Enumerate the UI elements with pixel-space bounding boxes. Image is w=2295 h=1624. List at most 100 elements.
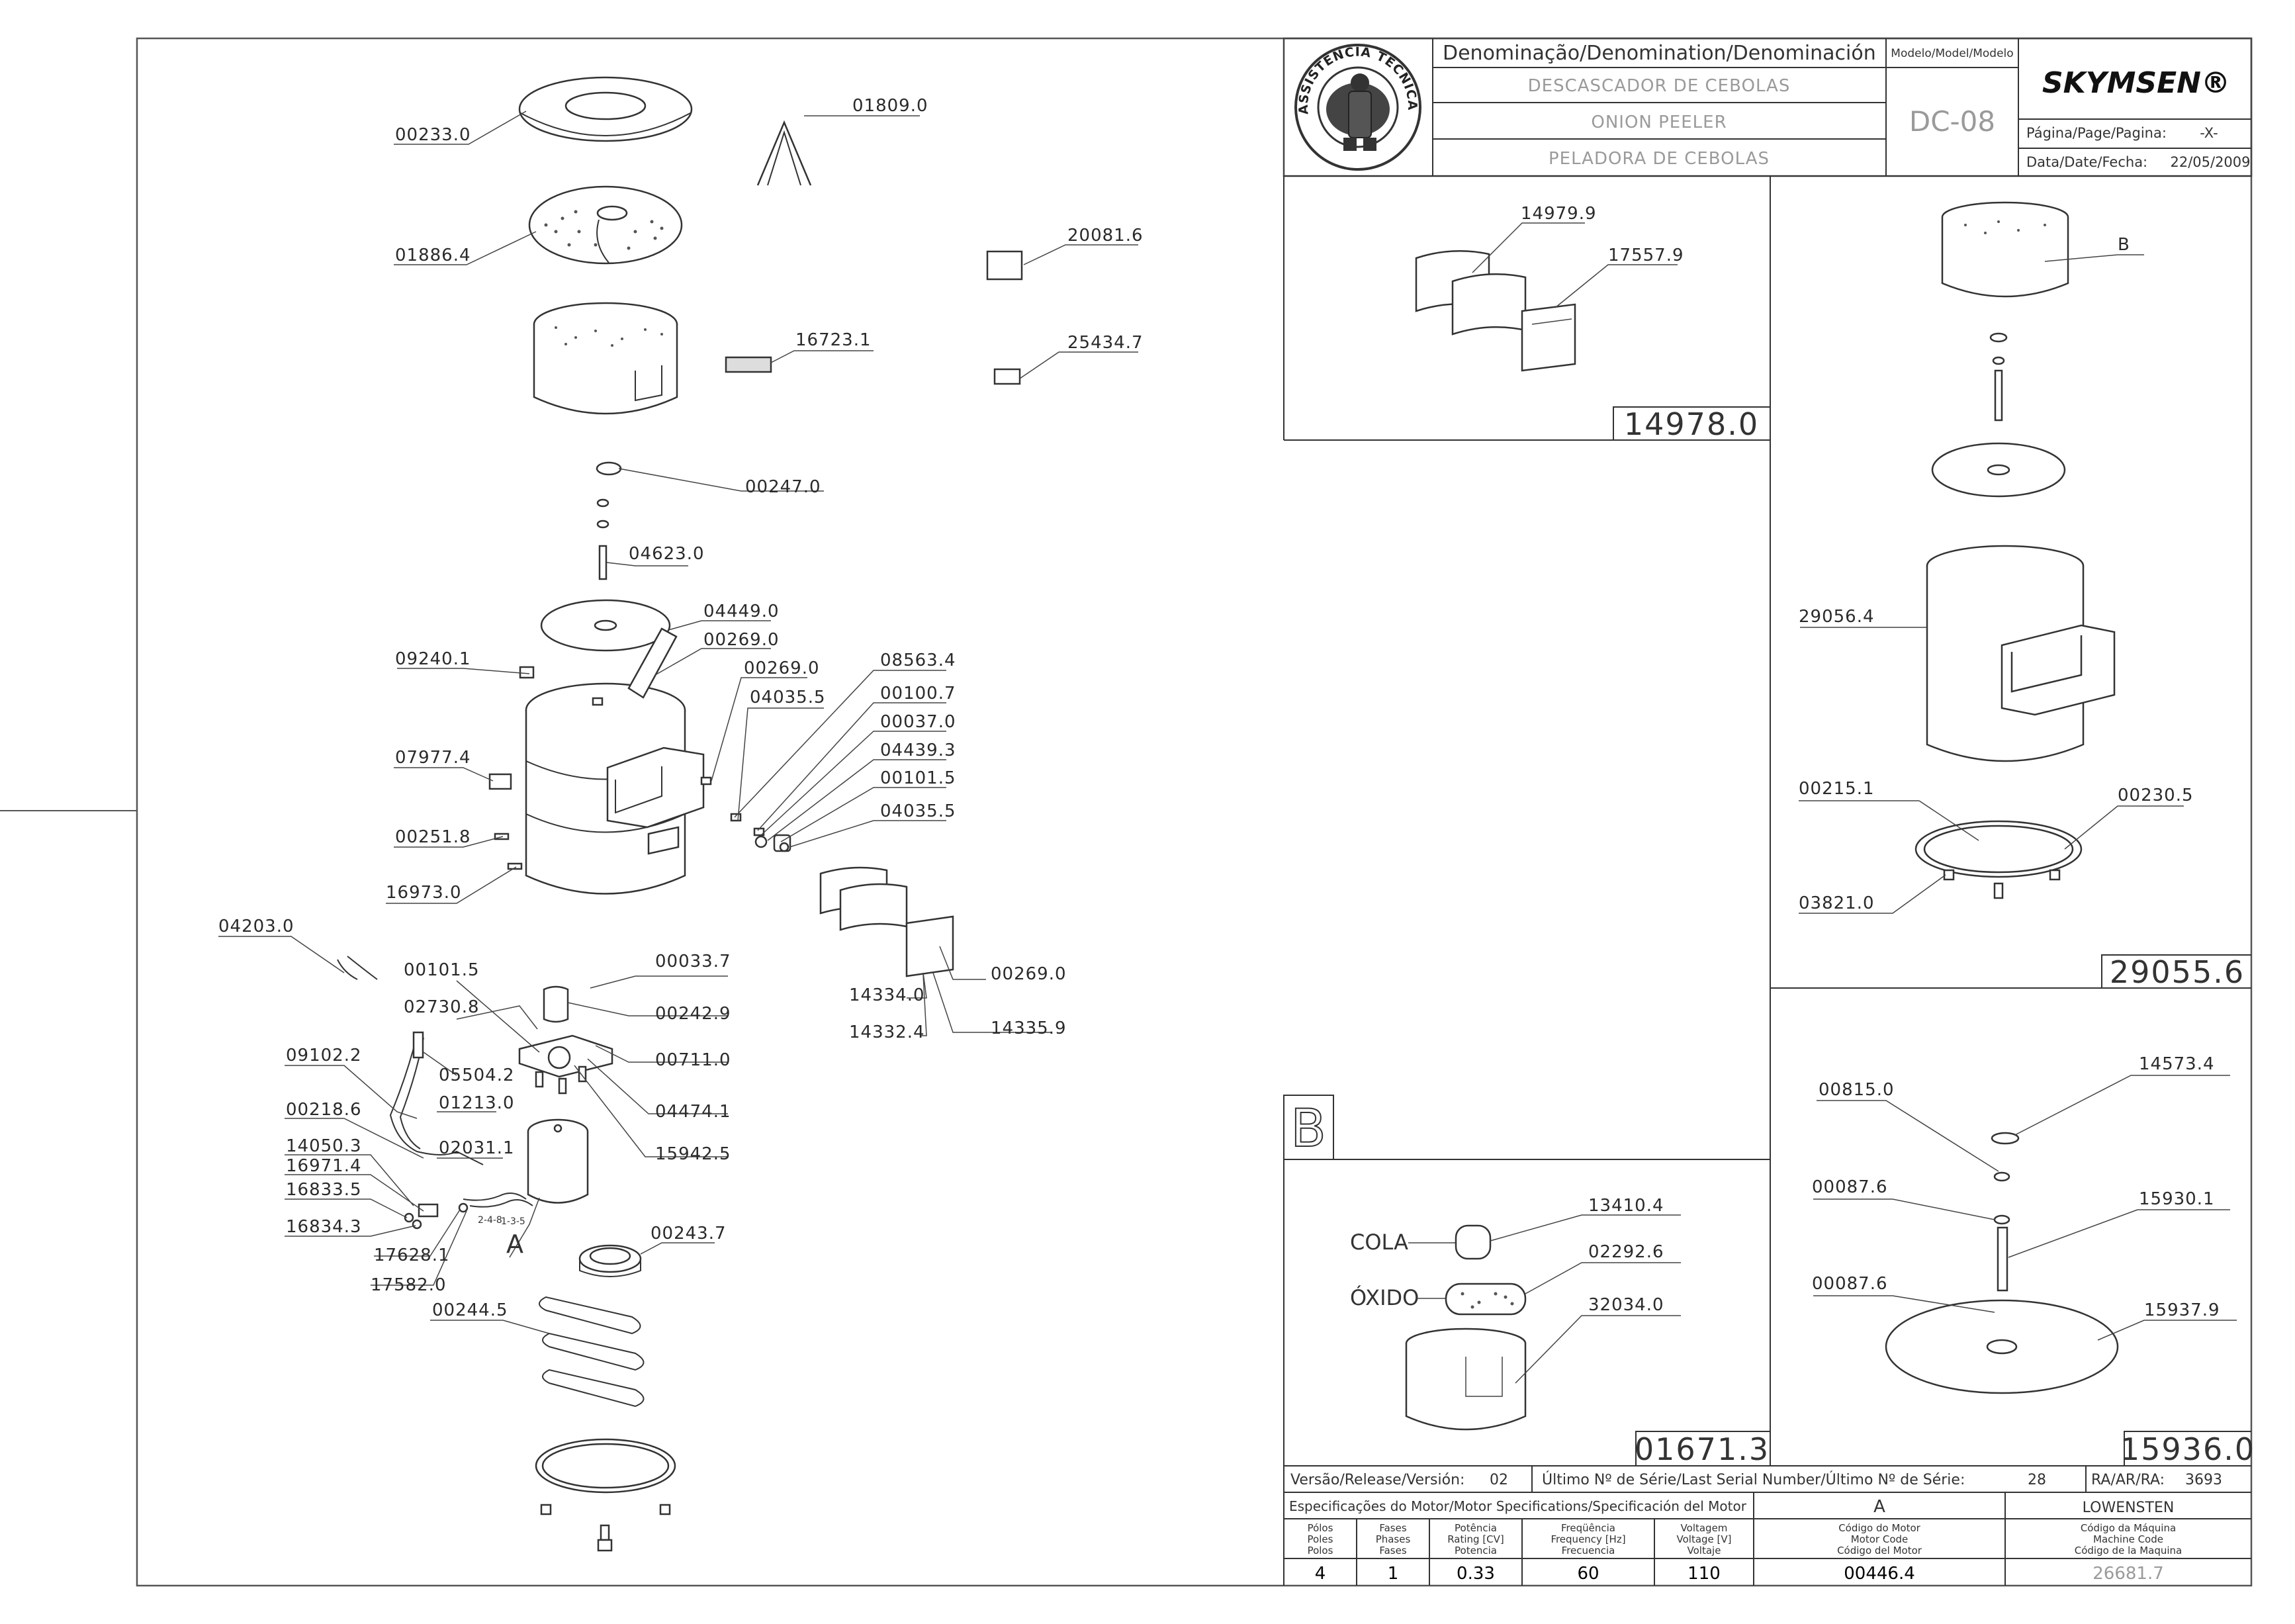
serial-value: 28	[2028, 1472, 2046, 1488]
part-20081-6: 20081.6	[1067, 226, 1144, 246]
part-15937-9: 15937.9	[2144, 1300, 2220, 1320]
svg-text:Polos: Polos	[1308, 1545, 1333, 1556]
part-29056-4: 29056.4	[1799, 607, 1875, 627]
panel-code-01671: 01671.3	[1635, 1431, 1770, 1467]
name-portuguese: DESCASCADOR DE CEBOLAS	[1528, 76, 1791, 96]
svg-text:Pólos: Pólos	[1308, 1522, 1333, 1534]
model-label: Modelo/Model/Modelo	[1891, 47, 2013, 60]
part-00711-0: 00711.0	[655, 1050, 731, 1070]
seal-text: ASSISTÊNCIA TÉCNICA AUTORIZADA	[0, 0, 1419, 117]
part-00815-0: 00815.0	[1819, 1080, 1895, 1100]
part-00233-0: 00233.0	[395, 125, 471, 145]
spec-col-frequency: Freqüência Frequency [Hz] Frecuencia 60	[1551, 1522, 1625, 1584]
part-04623-0: 04623.0	[629, 544, 705, 564]
part-14979-9: 14979.9	[1521, 204, 1597, 224]
part-15942-5: 15942.5	[655, 1144, 731, 1164]
authorized-service-seal: ASSISTÊNCIA TÉCNICA AUTORIZADA	[0, 0, 1421, 171]
part-14334-0: 14334.0	[849, 985, 925, 1005]
part-04474-1: 04474.1	[655, 1102, 731, 1122]
release-label: Versão/Release/Versión:	[1290, 1472, 1464, 1488]
part-04449-0: 04449.0	[703, 602, 780, 621]
svg-text:Código de la Maquina: Código de la Maquina	[2075, 1545, 2182, 1556]
part-16723-1: 16723.1	[795, 330, 872, 350]
part-32034-0: 32034.0	[1588, 1295, 1664, 1315]
part-00100-7: 00100.7	[880, 684, 956, 703]
part-14050-3: 14050.3	[286, 1136, 362, 1156]
part-04439-3: 04439.3	[880, 741, 956, 760]
part-00269-0-a: 00269.0	[703, 630, 780, 650]
svg-text:Fases: Fases	[1379, 1545, 1406, 1556]
panel-01671: COLA 13410.4 ÓXIDO 02292.6 32034.0 01671…	[1350, 1196, 1770, 1467]
spec-col-phases: Fases Phases Fases 1	[1376, 1522, 1411, 1584]
svg-text:Poles: Poles	[1308, 1533, 1333, 1545]
date-label: Data/Date/Fecha:	[2026, 154, 2147, 170]
wire-mark-top: 1-3-5	[501, 1216, 525, 1227]
svg-text:Frequency [Hz]: Frequency [Hz]	[1551, 1533, 1625, 1545]
part-25434-7: 25434.7	[1067, 333, 1144, 353]
part-16833-5: 16833.5	[286, 1180, 362, 1200]
drawing-border	[136, 37, 2253, 1587]
panel-code-29055: 29055.6	[2110, 954, 2245, 990]
part-00251-8: 00251.8	[395, 827, 471, 847]
manufacturer: LOWENSTEN	[2083, 1500, 2175, 1516]
svg-text:Potencia: Potencia	[1455, 1545, 1497, 1556]
part-00215-1: 00215.1	[1799, 779, 1875, 799]
part-04035-5-b: 04035.5	[880, 801, 956, 821]
part-00269-0-b: 00269.0	[744, 658, 820, 678]
panel-15936: 00815.0 14573.4 00087.6 15930.1 00087.6 …	[1812, 1054, 2255, 1467]
part-00087-6-bottom: 00087.6	[1812, 1274, 1888, 1294]
machine-code-value: 26681.7	[2092, 1564, 2164, 1584]
part-08563-4: 08563.4	[880, 651, 956, 670]
spec-col-machine-code: Código da Máquina Machine Code Código de…	[2075, 1522, 2182, 1584]
spec-col-rating: Potência Rating [CV] Potencia 0.33	[1447, 1522, 1504, 1584]
part-14335-9: 14335.9	[991, 1018, 1067, 1038]
part-00247-0: 00247.0	[745, 477, 821, 497]
svg-text:Machine Code: Machine Code	[2093, 1533, 2163, 1545]
svg-text:ASSISTÊNCIA TÉCNICA AUTORIZADA: ASSISTÊNCIA TÉCNICA AUTORIZADA	[0, 0, 1419, 117]
ra-value: 3693	[2185, 1472, 2222, 1488]
detail-b-callout: B	[2118, 235, 2130, 255]
panel-29055: B 29056.4 00215.1 00230.5 03821.0 29055.…	[1799, 201, 2251, 990]
release-value: 02	[1490, 1472, 1508, 1488]
main-leaders	[218, 111, 1138, 1334]
part-16973-0: 16973.0	[386, 883, 462, 903]
part-17557-9: 17557.9	[1608, 246, 1684, 265]
footer-table: Versão/Release/Versión: 02 Último Nº de …	[1284, 1465, 2251, 1586]
denomination-title: Denominação/Denomination/Denominación	[1443, 42, 1876, 65]
part-14573-4: 14573.4	[2139, 1054, 2215, 1074]
svg-text:Frecuencia: Frecuencia	[1562, 1545, 1615, 1556]
detail-a-marker: A	[506, 1230, 523, 1259]
part-09240-1: 09240.1	[395, 649, 471, 669]
svg-text:Fases: Fases	[1379, 1522, 1406, 1534]
part-00037-0: 00037.0	[880, 712, 956, 732]
svg-text:Código do Motor: Código do Motor	[1838, 1522, 1920, 1534]
part-02292-6: 02292.6	[1588, 1242, 1664, 1262]
spec-col-poles: Pólos Poles Polos 4	[1308, 1522, 1333, 1584]
svg-text:Voltaje: Voltaje	[1688, 1545, 1721, 1556]
motor-code-value: 00446.4	[1844, 1564, 1915, 1584]
page-label: Página/Page/Pagina:	[2026, 125, 2167, 141]
part-16971-4: 16971.4	[286, 1156, 362, 1176]
motor-variant: A	[1873, 1497, 1885, 1517]
svg-text:Voltage [V]: Voltage [V]	[1677, 1533, 1732, 1545]
brand-logo: SKYMSEN®	[2042, 66, 2230, 100]
part-16834-3: 16834.3	[286, 1217, 362, 1237]
svg-text:Motor Code: Motor Code	[1851, 1533, 1909, 1545]
part-17628-1: 17628.1	[374, 1245, 450, 1265]
part-04035-5-a: 04035.5	[750, 688, 826, 707]
name-spanish: PELADORA DE CEBOLAS	[1549, 149, 1770, 169]
motor-spec-label: Especificações do Motor/Motor Specificat…	[1289, 1498, 1747, 1514]
part-01213-0: 01213.0	[439, 1093, 515, 1113]
ra-label: RA/AR/RA:	[2091, 1472, 2165, 1488]
page-value: -X-	[2200, 125, 2218, 141]
part-04203-0: 04203.0	[218, 917, 294, 936]
panel-code-15936: 15936.0	[2120, 1431, 2255, 1467]
svg-text:Freqüência: Freqüência	[1561, 1522, 1615, 1534]
svg-text:Phases: Phases	[1376, 1533, 1411, 1545]
frequency-value: 60	[1577, 1564, 1599, 1584]
part-01886-4: 01886.4	[395, 246, 471, 265]
svg-text:Código da Máquina: Código da Máquina	[2081, 1522, 2176, 1534]
title-block: ASSISTÊNCIA TÉCNICA AUTORIZADA Denominaç…	[0, 0, 2253, 177]
rating-value: 0.33	[1457, 1564, 1495, 1584]
part-00087-6-top: 00087.6	[1812, 1177, 1888, 1197]
